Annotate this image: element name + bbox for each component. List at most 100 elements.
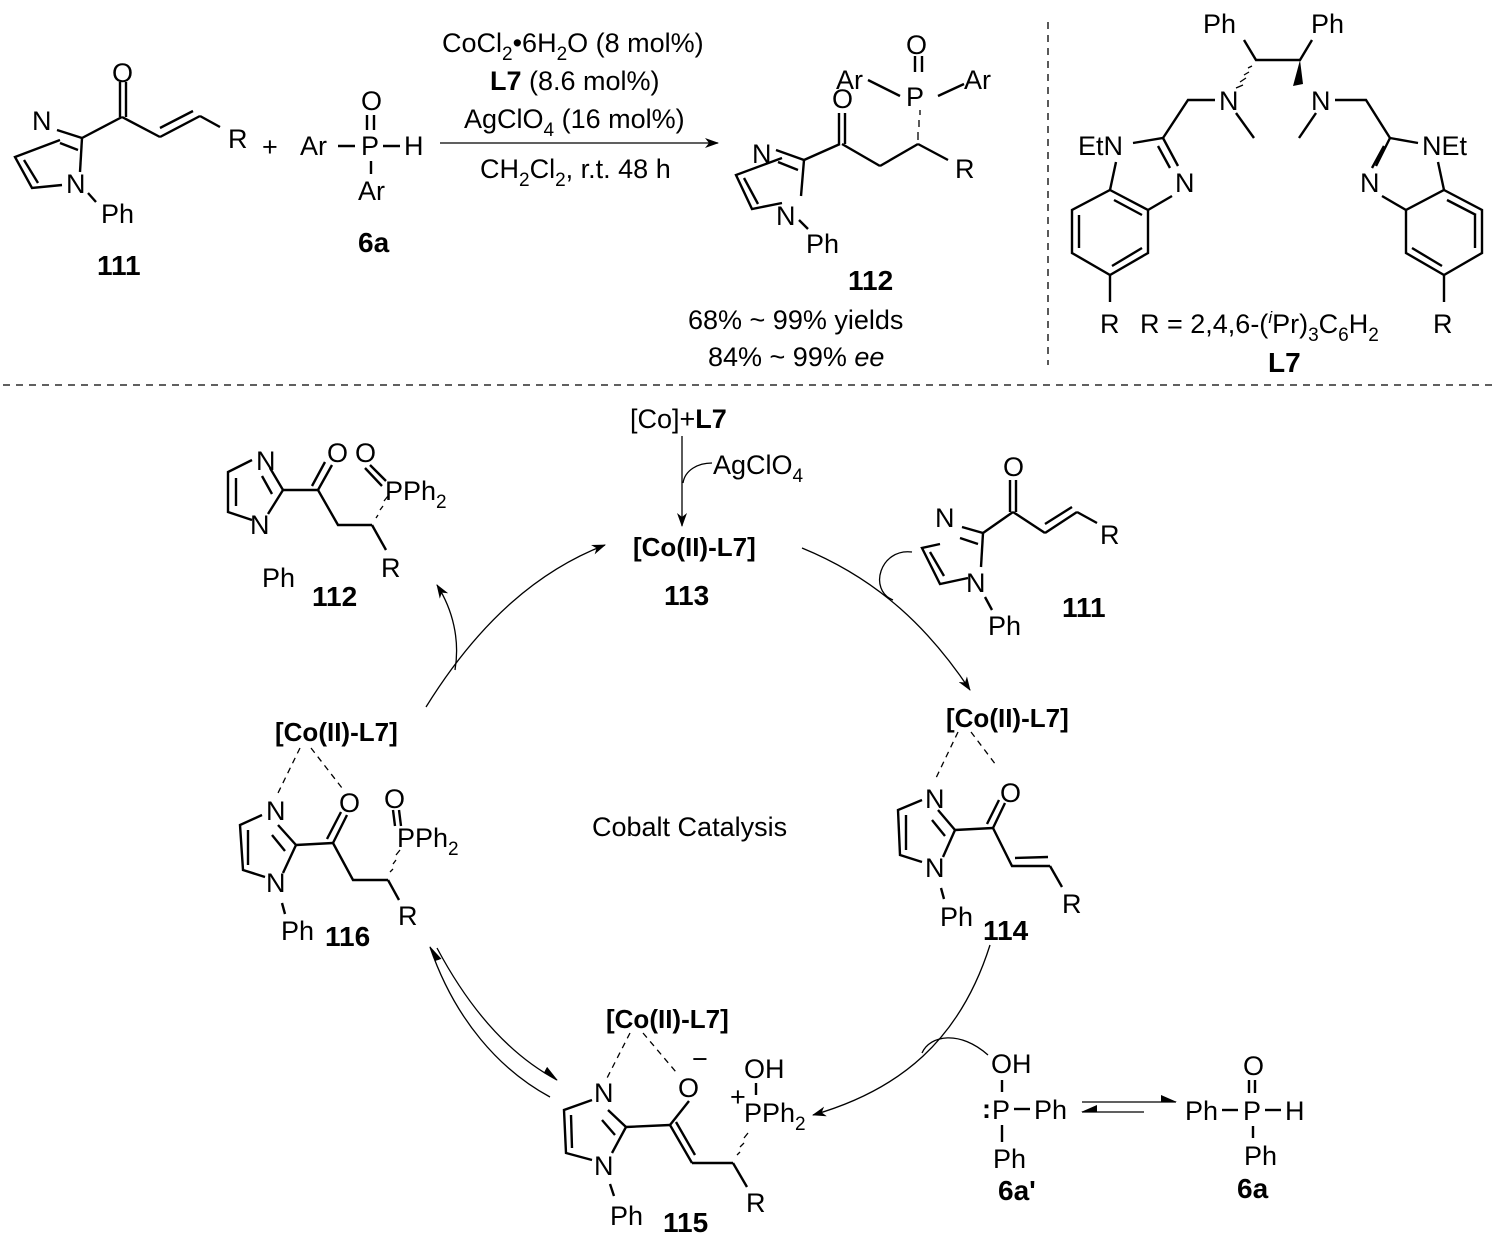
atom-Ph: Ph xyxy=(940,902,973,932)
atom-R: R xyxy=(381,553,401,583)
atom-P: P xyxy=(992,1095,1010,1125)
ligand-L7: Ph Ph N N EtN N R NEt N R R = 2,4,6-(iPr… xyxy=(1070,9,1484,378)
atom-R: R xyxy=(1100,309,1120,339)
atom-N: N xyxy=(266,796,286,826)
atom-O: O xyxy=(327,438,348,468)
plus-sign: + xyxy=(262,132,278,162)
atom-O: O xyxy=(1243,1051,1264,1081)
compound-112-cycle: N N Ph O O PPh2 R 112 xyxy=(226,438,447,612)
catalyst-113: [Co(II)-L7] xyxy=(633,532,756,562)
atom-N: N xyxy=(935,503,955,533)
cobalt-complex: [Co(II)-L7] xyxy=(275,717,398,747)
atom-Ph: Ph xyxy=(806,229,839,259)
atom-Ar: Ar xyxy=(300,131,327,161)
atom-N: N xyxy=(32,106,52,136)
atom-H: H xyxy=(1285,1096,1305,1126)
atom-N: N xyxy=(66,169,86,199)
condition-catalyst: CoCl2•6H2O (8 mol%) xyxy=(442,28,704,65)
atom-Ph: Ph xyxy=(1244,1141,1277,1171)
compound-label: 6a xyxy=(1237,1173,1269,1204)
r-group-definition: R = 2,4,6-(iPr)3C6H2 xyxy=(1140,308,1379,346)
atom-N: N xyxy=(1311,86,1331,116)
cycle-arrow-113-to-114 xyxy=(801,547,971,691)
compound-label: 113 xyxy=(664,580,709,611)
compound-label: 111 xyxy=(97,250,141,281)
cycle-arrow-116-to-113 xyxy=(425,544,606,708)
compound-label: 114 xyxy=(983,915,1029,946)
atom-N: N xyxy=(256,446,276,476)
atom-O: O xyxy=(384,784,405,814)
condition-ligand: L7 (8.6 mol%) xyxy=(490,66,660,96)
compound-111-cycle: O N N Ph R 111 xyxy=(920,452,1120,641)
catalytic-cycle: [Co]+L7 AgClO4 [Co(II)-L7] 113 Cobalt Ca… xyxy=(226,404,1305,1238)
product-release-arrow xyxy=(436,584,458,671)
atom-Ph: Ph xyxy=(101,199,134,229)
atom-N: N xyxy=(250,510,270,540)
atom-PPh2: PPh2 xyxy=(397,823,459,860)
compound-6a-cycle: O Ph P H Ph 6a xyxy=(1185,1051,1305,1204)
compound-115: [Co(II)-L7] N N Ph O − OH + PPh2 R 115 xyxy=(562,1004,806,1238)
cobalt-complex: [Co(II)-L7] xyxy=(946,703,1069,733)
atom-R: R xyxy=(398,901,418,931)
atom-O: O xyxy=(361,86,382,116)
compound-label: 6a xyxy=(358,227,390,258)
atom-N: N xyxy=(594,1078,614,1108)
atom-R: R xyxy=(1433,309,1453,339)
atom-Ph: Ph xyxy=(1185,1096,1218,1126)
atom-P: P xyxy=(906,82,924,112)
compound-114: [Co(II)-L7] O N N Ph R 114 xyxy=(896,703,1082,946)
atom-Ar: Ar xyxy=(836,65,863,95)
compound-label: 115 xyxy=(663,1207,708,1238)
atom-Ph: Ph xyxy=(993,1144,1026,1174)
equilibrium-arrow-to-115 xyxy=(436,947,558,1081)
cycle-arrow-114-to-115 xyxy=(812,944,991,1117)
atom-R: R xyxy=(1062,889,1082,919)
atom-Ar: Ar xyxy=(358,176,385,206)
atom-Ph: Ph xyxy=(1203,9,1236,39)
compound-111-top: O N N Ph R 111 xyxy=(13,58,248,281)
atom-O: O xyxy=(1000,778,1021,808)
atom-R: R xyxy=(228,124,248,154)
atom-O: O xyxy=(678,1073,699,1103)
atom-N: N xyxy=(925,853,945,883)
atom-N: N xyxy=(776,201,796,231)
atom-OH: OH xyxy=(991,1049,1032,1079)
atom-Ph: Ph xyxy=(610,1201,643,1231)
atom-N: N xyxy=(1360,168,1380,198)
compound-6a-top: O Ar P H Ar 6a xyxy=(300,86,424,258)
atom-O: O xyxy=(339,788,360,818)
atom-O: O xyxy=(906,30,927,60)
equilibrium-arrow-to-116 xyxy=(429,946,551,1098)
atom-OH: OH xyxy=(744,1054,785,1084)
atom-Ar: Ar xyxy=(964,65,991,95)
compound-label: 116 xyxy=(325,921,370,952)
atom-N: N xyxy=(1175,168,1195,198)
charge-plus: + xyxy=(730,1082,746,1112)
cycle-title: Cobalt Catalysis xyxy=(592,812,787,842)
atom-EtN: EtN xyxy=(1078,131,1123,161)
atom-Ph: Ph xyxy=(988,611,1021,641)
compound-112-top: O O Ar P Ar N N Ph R 112 68% ~ 99% yield… xyxy=(688,30,991,372)
atom-PPh2: PPh2 xyxy=(385,476,447,513)
atom-O: O xyxy=(832,84,853,114)
compound-116: [Co(II)-L7] O O PPh2 N N Ph R 116 xyxy=(238,717,459,952)
atom-NEt: NEt xyxy=(1422,131,1468,161)
ee-range: 84% ~ 99% ee xyxy=(708,342,884,372)
compound-label: 112 xyxy=(848,265,893,296)
condition-additive: AgClO4 (16 mol%) xyxy=(464,104,685,141)
atom-H: H xyxy=(404,131,424,161)
reagent-agclo4: AgClO4 xyxy=(713,450,804,487)
compound-label: 6a' xyxy=(998,1175,1036,1206)
atom-R: R xyxy=(955,154,975,184)
compound-label: 111 xyxy=(1062,592,1106,623)
atom-PPh2: PPh2 xyxy=(744,1098,806,1135)
catalyst-precursor: [Co]+L7 xyxy=(630,404,727,434)
atom-N: N xyxy=(966,568,986,598)
atom-R: R xyxy=(1100,520,1120,550)
atom-N: N xyxy=(925,784,945,814)
atom-Ph: Ph xyxy=(1311,9,1344,39)
atom-O: O xyxy=(112,58,133,88)
compound-6a-prime: OH : P Ph Ph 6a' xyxy=(982,1049,1067,1206)
cobalt-complex: [Co(II)-L7] xyxy=(606,1004,729,1034)
